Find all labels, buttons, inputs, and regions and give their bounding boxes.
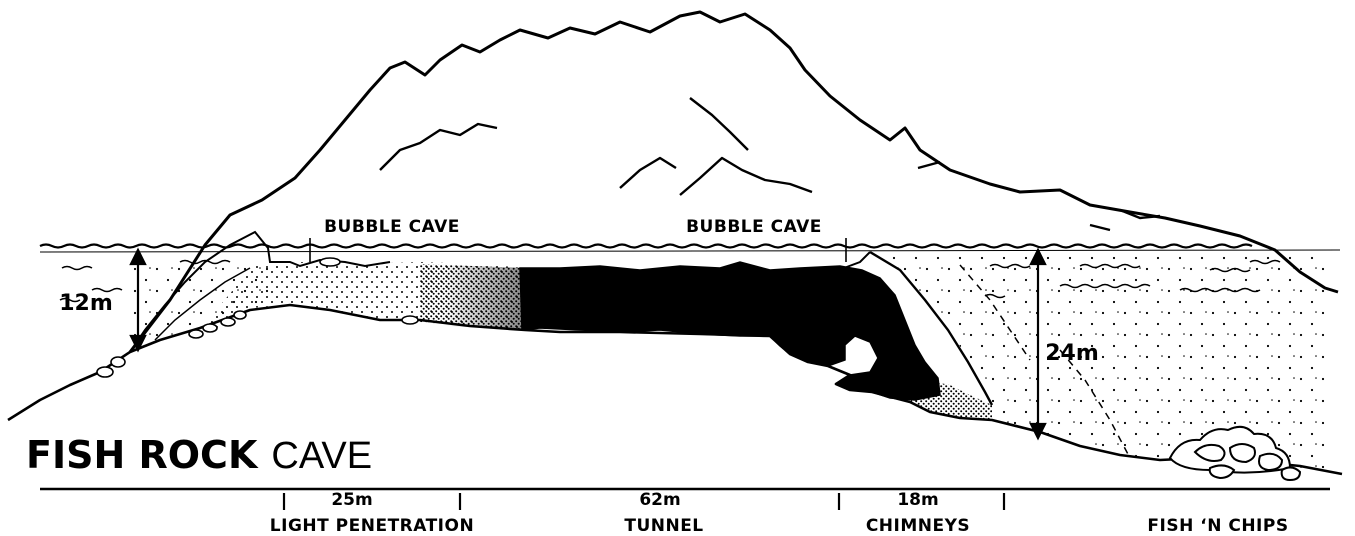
rock-ridge-lines (380, 98, 1160, 230)
section-distance-chimneys: 18m (897, 490, 938, 510)
chimney-tail (910, 380, 992, 420)
section-name-fish: FISH ‘N CHIPS (1147, 516, 1288, 536)
section-distance-tunnel: 62m (639, 490, 680, 510)
bubble-cave-left-label: BUBBLE CAVE (324, 217, 460, 237)
title-light-part: CAVE (271, 435, 372, 477)
water-surface (40, 245, 1252, 248)
depth-left-label: 12m (59, 291, 113, 316)
section-name-light: LIGHT PENETRATION (270, 516, 474, 536)
diagram-title: FISH ROCK CAVE (26, 433, 372, 477)
depth-right-label: 24m (1045, 341, 1099, 366)
bubble-cave-right-label: BUBBLE CAVE (686, 217, 822, 237)
section-name-tunnel: TUNNEL (624, 516, 703, 536)
water-surface-secondary (40, 250, 1340, 252)
title-bold-part: FISH ROCK (26, 433, 259, 477)
section-distance-light: 25m (331, 490, 372, 510)
section-name-chimneys: CHIMNEYS (866, 516, 970, 536)
